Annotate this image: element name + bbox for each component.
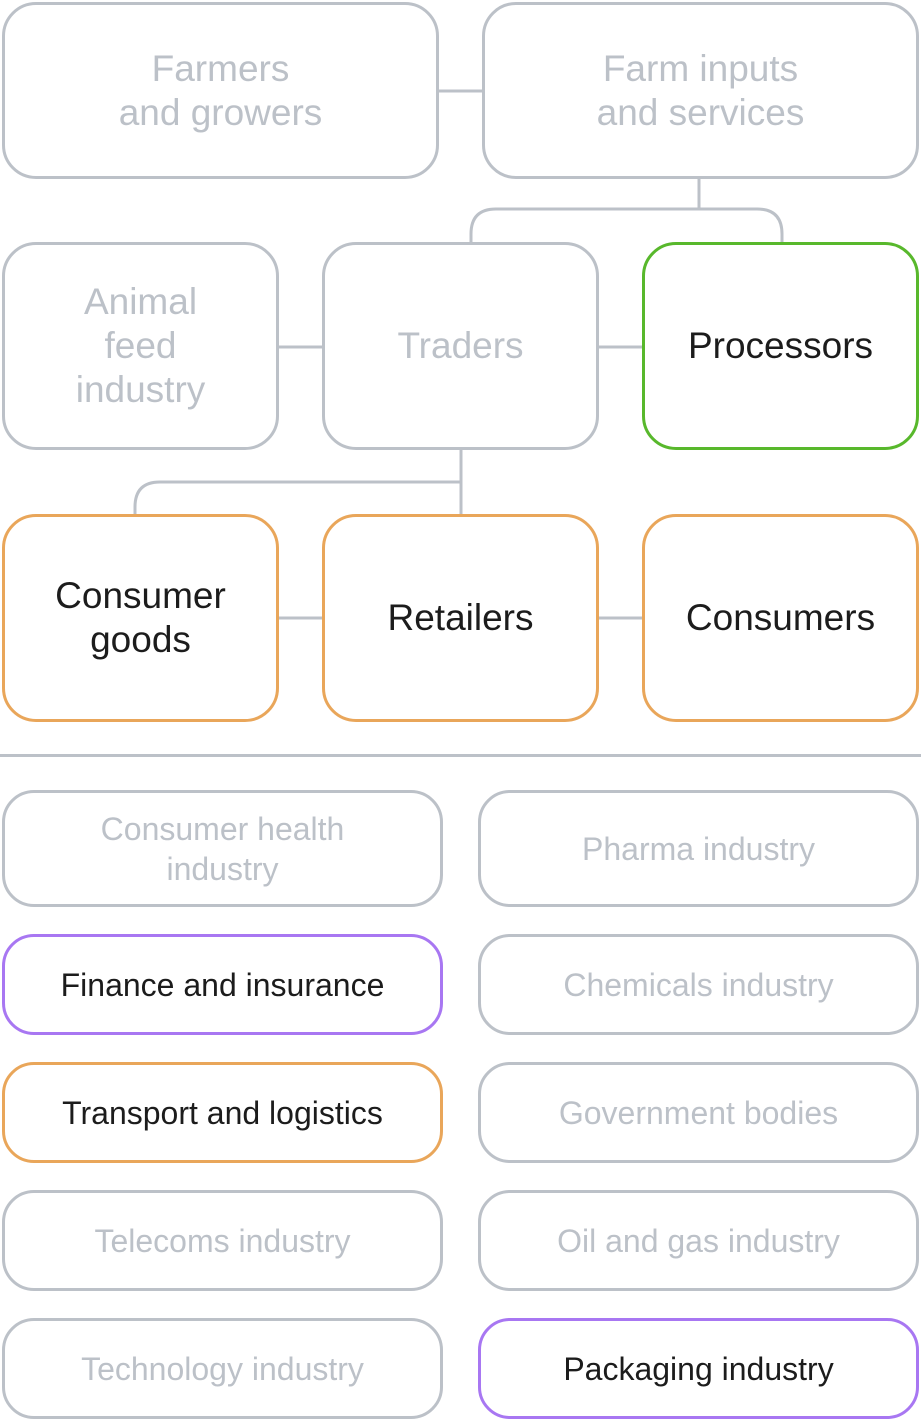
industry-label: Chemicals industry xyxy=(563,966,834,1003)
industry-label: Oil and gas industry xyxy=(557,1222,840,1259)
industry-transport-logistics: Transport and logistics xyxy=(2,1062,443,1163)
industry-government: Government bodies xyxy=(478,1062,919,1163)
node-label: Retailers xyxy=(387,597,534,638)
node-label: Animal feed industry xyxy=(75,281,206,410)
node-farmers: Farmers and growers xyxy=(2,2,439,179)
industry-finance-insurance: Finance and insurance xyxy=(2,934,443,1035)
industry-label: Finance and insurance xyxy=(60,966,385,1003)
industry-oil-gas: Oil and gas industry xyxy=(478,1190,919,1291)
node-consumer-goods: Consumer goods xyxy=(2,514,279,722)
node-consumers: Consumers xyxy=(642,514,919,722)
node-label: Processors xyxy=(687,325,874,366)
industry-label: Technology industry xyxy=(81,1350,364,1387)
industry-consumer-health: Consumer health industry xyxy=(2,790,443,907)
industry-pharma: Pharma industry xyxy=(478,790,919,907)
industry-label: Transport and logistics xyxy=(62,1094,383,1131)
node-farm-inputs: Farm inputs and services xyxy=(482,2,919,179)
section-divider xyxy=(0,754,921,757)
node-label: Farmers and growers xyxy=(118,47,323,133)
connector-lines xyxy=(133,89,784,620)
connector-branch-traders-processors xyxy=(469,207,784,243)
node-label: Consumers xyxy=(685,597,876,638)
industry-technology: Technology industry xyxy=(2,1318,443,1419)
industry-label: Government bodies xyxy=(558,1094,839,1131)
node-traders: Traders xyxy=(322,242,599,450)
node-retailers: Retailers xyxy=(322,514,599,722)
industry-label: Telecoms industry xyxy=(94,1222,351,1259)
industry-label: Pharma industry xyxy=(582,830,815,867)
node-label: Traders xyxy=(397,325,524,366)
node-label: Consumer goods xyxy=(55,575,226,660)
industry-telecoms: Telecoms industry xyxy=(2,1190,443,1291)
industry-packaging: Packaging industry xyxy=(478,1318,919,1419)
industry-label: Packaging industry xyxy=(563,1350,834,1387)
connector-branch-consumer-goods xyxy=(133,480,461,515)
node-animal-feed: Animal feed industry xyxy=(2,242,279,450)
node-processors: Processors xyxy=(642,242,919,450)
node-label: Farm inputs and services xyxy=(596,47,805,133)
industry-label: Consumer health industry xyxy=(100,810,345,887)
industry-chemicals: Chemicals industry xyxy=(478,934,919,1035)
